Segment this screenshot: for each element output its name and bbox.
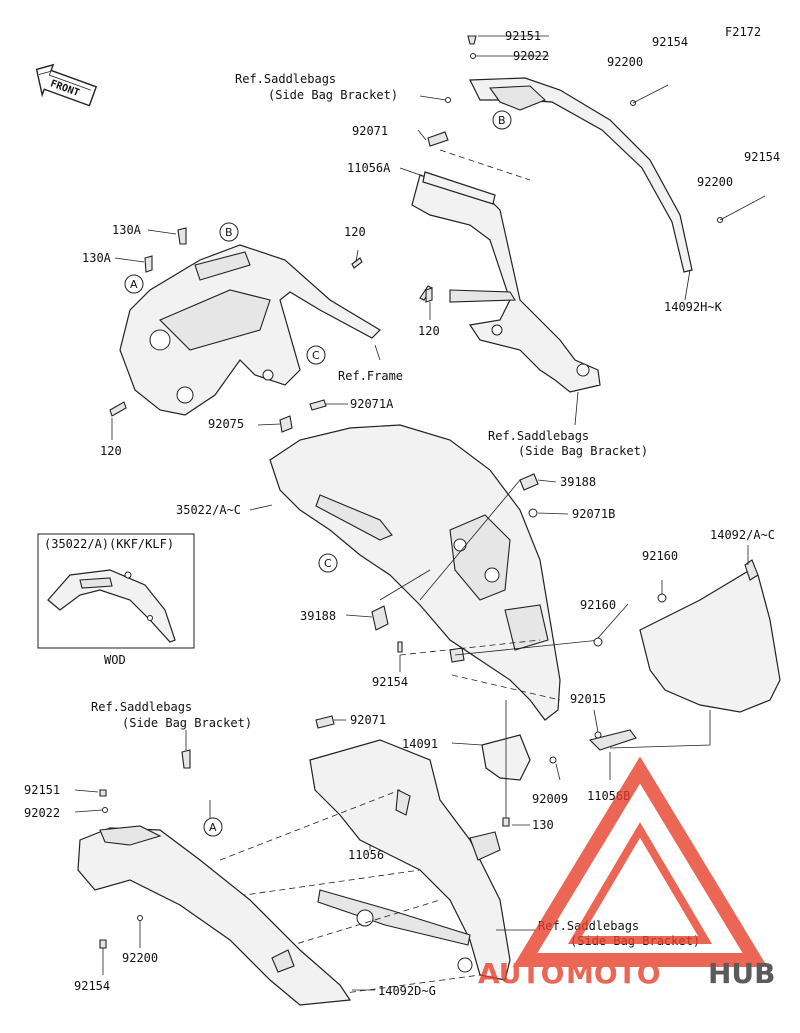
ref-saddlebags-br-1: Ref.Saddlebags	[538, 919, 639, 933]
watermark-logo: AUTO MOTO HUB	[478, 756, 776, 990]
label-120-3: 120	[100, 444, 122, 458]
top-right-bracket	[351, 35, 766, 426]
inset-box: (35022/A)(KKF/KLF) WOD	[37, 533, 195, 667]
side-cover	[593, 545, 781, 749]
callout-a-frame: A	[124, 274, 144, 294]
label-92154-tr1: 92154	[652, 35, 688, 49]
label-92160-2: 92160	[580, 598, 616, 612]
label-92071A: 92071A	[350, 397, 394, 411]
ref-saddlebags-bot-2: (Side Bag Bracket)	[122, 716, 252, 730]
front-arrow-icon: FRONT	[35, 63, 98, 107]
label-120-1: 120	[344, 225, 366, 239]
label-92154-mid: 92154	[372, 675, 408, 689]
label-11056A: 11056A	[347, 161, 391, 175]
label-14091: 14091	[402, 737, 438, 751]
callout-b-frame: B	[219, 222, 239, 242]
label-92151-top: 92151	[505, 29, 541, 43]
label-11056: 11056	[348, 848, 384, 862]
ref-saddlebags-top-1: Ref.Saddlebags	[235, 72, 336, 86]
callout-a-bottom: A	[203, 817, 223, 837]
label-92075: 92075	[208, 417, 244, 431]
label-92200-tr2: 92200	[697, 175, 733, 189]
svg-text:B: B	[225, 226, 233, 239]
svg-text:C: C	[324, 557, 332, 570]
label-92200-tr1: 92200	[607, 55, 643, 69]
part-labels: 92151 92022 92154 92200 Ref.Saddlebags (…	[24, 29, 780, 998]
label-39188-1: 39188	[560, 475, 596, 489]
label-92151-bot: 92151	[24, 783, 60, 797]
watermark-hub: HUB	[708, 957, 776, 990]
ref-saddlebags-mid-2: (Side Bag Bracket)	[518, 444, 648, 458]
inset-caption: WOD	[104, 653, 126, 667]
label-92154-tr2: 92154	[744, 150, 780, 164]
label-130A-1: 130A	[112, 223, 142, 237]
label-130A-2: 130A	[82, 251, 112, 265]
svg-text:A: A	[209, 821, 217, 834]
svg-text:C: C	[312, 349, 320, 362]
label-92200-bot: 92200	[122, 951, 158, 965]
label-92160-1: 92160	[642, 549, 678, 563]
label-92071-bot: 92071	[350, 713, 386, 727]
svg-text:A: A	[130, 278, 138, 291]
label-92154-bot: 92154	[74, 979, 110, 993]
label-92071B: 92071B	[572, 507, 615, 521]
figure-code: F2172	[725, 25, 761, 39]
small-brackets	[451, 700, 637, 827]
label-130: 130	[532, 818, 554, 832]
watermark-moto: MOTO	[566, 957, 661, 990]
callout-c-fender: C	[318, 553, 338, 573]
lower-fender	[74, 730, 375, 1006]
ref-frame: Ref.Frame	[338, 369, 403, 383]
label-120-2: 120	[418, 324, 440, 338]
inset-title: (35022/A)(KKF/KLF)	[44, 537, 174, 551]
label-92015: 92015	[570, 692, 606, 706]
ref-saddlebags-mid-1: Ref.Saddlebags	[488, 429, 589, 443]
label-92022-bot: 92022	[24, 806, 60, 820]
callout-c-frame: C	[306, 345, 326, 365]
ref-saddlebags-bot-1: Ref.Saddlebags	[91, 700, 192, 714]
frame-section	[109, 227, 433, 440]
label-92022-top: 92022	[513, 49, 549, 63]
label-39188-2: 39188	[300, 609, 336, 623]
svg-text:B: B	[498, 114, 506, 127]
callout-b-top: B	[492, 110, 512, 130]
label-35022: 35022/A~C	[176, 503, 241, 517]
rear-fender	[249, 424, 601, 721]
ref-saddlebags-top-2: (Side Bag Bracket)	[268, 88, 398, 102]
label-92071-top: 92071	[352, 124, 388, 138]
label-92009: 92009	[532, 792, 568, 806]
label-14092A-C: 14092/A~C	[710, 528, 775, 542]
label-14092D-G: 14092D~G	[378, 984, 436, 998]
watermark-auto: AUTO	[478, 957, 564, 990]
label-14092H-K: 14092H~K	[664, 300, 723, 314]
